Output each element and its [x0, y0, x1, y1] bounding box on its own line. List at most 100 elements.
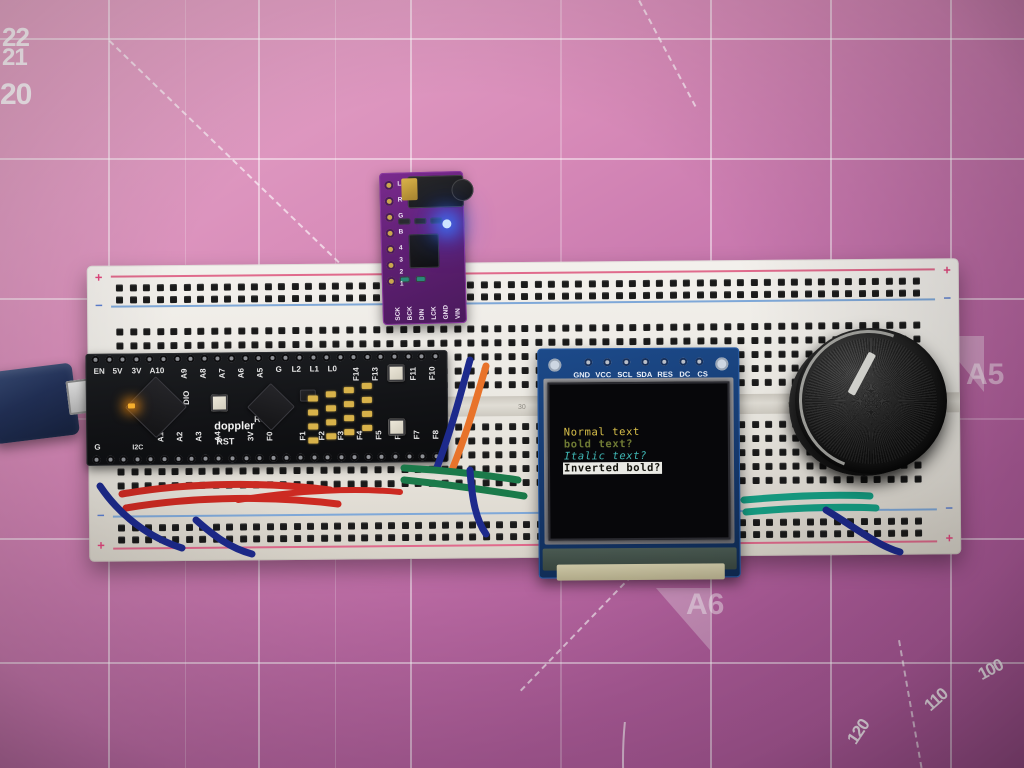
breadboard-hole[interactable] [734, 288, 748, 301]
breadboard-hole[interactable] [304, 478, 318, 491]
breadboard-hole[interactable] [519, 364, 533, 377]
breadboard-hole[interactable] [734, 334, 748, 347]
breadboard-hole[interactable] [885, 527, 899, 540]
breadboard-hole[interactable] [128, 465, 142, 478]
breadboard-hole[interactable] [762, 362, 776, 375]
breadboard-hole[interactable] [776, 418, 790, 431]
breadboard-hole[interactable] [290, 478, 304, 491]
breadboard-hole[interactable] [182, 465, 196, 478]
mcu-pin-pad[interactable] [281, 353, 290, 362]
breadboard-hole[interactable] [667, 321, 681, 334]
breadboard-hole[interactable] [168, 465, 182, 478]
breadboard-hole[interactable] [479, 476, 493, 489]
breadboard-hole[interactable] [680, 321, 694, 334]
breadboard-hole[interactable] [329, 292, 343, 305]
breadboard-hole[interactable] [721, 334, 735, 347]
breadboard-hole[interactable] [492, 378, 506, 391]
mcu-pin-pad[interactable] [282, 453, 291, 462]
breadboard-hole[interactable] [776, 432, 790, 445]
breadboard-hole[interactable] [277, 532, 291, 545]
mcu-pin-pad[interactable] [174, 454, 183, 463]
boot-button[interactable] [388, 418, 406, 436]
breadboard-hole[interactable] [385, 477, 399, 490]
breadboard-hole[interactable] [519, 378, 533, 391]
breadboard-hole[interactable] [492, 448, 506, 461]
breadboard-hole[interactable] [383, 323, 397, 336]
mcu-pin-pad[interactable] [254, 354, 263, 363]
breadboard-hole[interactable] [317, 478, 331, 491]
breadboard-hole[interactable] [506, 420, 520, 433]
breadboard-hole[interactable] [452, 449, 466, 462]
breadboard-hole[interactable] [844, 527, 858, 540]
breadboard-hole[interactable] [302, 292, 316, 305]
breadboard-hole[interactable] [451, 323, 465, 336]
breadboard-hole[interactable] [358, 477, 372, 490]
breadboard-hole[interactable] [181, 339, 195, 352]
breadboard-hole[interactable] [169, 533, 183, 546]
mcu-pin-pad[interactable] [390, 352, 399, 361]
breadboard-hole[interactable] [911, 473, 925, 486]
breadboard-hole[interactable] [127, 325, 141, 338]
mcu-pin-pad[interactable] [91, 355, 100, 364]
breadboard-hole[interactable] [680, 289, 694, 302]
breadboard-hole[interactable] [599, 289, 613, 302]
breadboard-hole[interactable] [750, 528, 764, 541]
breadboard-hole[interactable] [424, 323, 438, 336]
breadboard-hole[interactable] [491, 350, 505, 363]
breadboard-hole[interactable] [451, 379, 465, 392]
breadboard-hole[interactable] [520, 476, 534, 489]
breadboard-hole[interactable] [480, 530, 494, 543]
breadboard-hole[interactable] [291, 532, 305, 545]
mcu-pin-pad[interactable] [336, 353, 345, 362]
breadboard-hole[interactable] [479, 448, 493, 461]
breadboard-hole[interactable] [370, 337, 384, 350]
mcu-pin-pad[interactable] [159, 355, 168, 364]
breadboard-hole[interactable] [804, 527, 818, 540]
breadboard-hole[interactable] [599, 335, 613, 348]
breadboard-hole[interactable] [302, 338, 316, 351]
breadboard-hole[interactable] [761, 348, 775, 361]
breadboard-hole[interactable] [194, 325, 208, 338]
lcd-header-pin[interactable] [641, 357, 650, 366]
breadboard-hole[interactable] [586, 335, 600, 348]
breadboard-hole[interactable] [828, 287, 842, 300]
breadboard-hole[interactable] [790, 528, 804, 541]
breadboard-hole[interactable] [776, 446, 790, 459]
breadboard-hole[interactable] [506, 448, 520, 461]
mcu-pin-pad[interactable] [187, 454, 196, 463]
mcu-pin-pad[interactable] [323, 453, 332, 462]
breadboard-hole[interactable] [801, 287, 815, 300]
breadboard-hole[interactable] [329, 338, 343, 351]
breadboard-hole[interactable] [518, 322, 532, 335]
breadboard-hole[interactable] [871, 527, 885, 540]
breadboard-hole[interactable] [331, 532, 345, 545]
breadboard-hole[interactable] [235, 338, 249, 351]
breadboard-hole[interactable] [465, 420, 479, 433]
mcu-pin-pad[interactable] [309, 453, 319, 462]
breadboard-hole[interactable] [358, 531, 372, 544]
breadboard-hole[interactable] [492, 364, 506, 377]
breadboard-hole[interactable] [640, 321, 654, 334]
breadboard-hole[interactable] [437, 323, 451, 336]
breadboard-hole[interactable] [693, 288, 707, 301]
breadboard-hole[interactable] [505, 364, 519, 377]
mcu-pin-pad[interactable] [308, 353, 318, 362]
breadboard-hole[interactable] [371, 463, 385, 476]
breadboard-hole[interactable] [275, 292, 289, 305]
breadboard-hole[interactable] [748, 348, 762, 361]
breadboard-hole[interactable] [464, 350, 478, 363]
breadboard-hole[interactable] [884, 473, 898, 486]
breadboard-hole[interactable] [464, 322, 478, 335]
breadboard-hole[interactable] [329, 324, 343, 337]
breadboard-hole[interactable] [369, 291, 383, 304]
breadboard-hole[interactable] [194, 293, 208, 306]
breadboard-hole[interactable] [626, 289, 640, 302]
breadboard-hole[interactable] [491, 322, 505, 335]
breadboard-hole[interactable] [558, 290, 572, 303]
lcd-header-pin[interactable] [584, 358, 593, 367]
mcu-pin-pad[interactable] [349, 353, 358, 362]
mcu-pin-pad[interactable] [213, 354, 222, 363]
mcu-pin-pad[interactable] [106, 455, 115, 464]
breadboard-hole[interactable] [762, 432, 776, 445]
breadboard-hole[interactable] [790, 474, 804, 487]
